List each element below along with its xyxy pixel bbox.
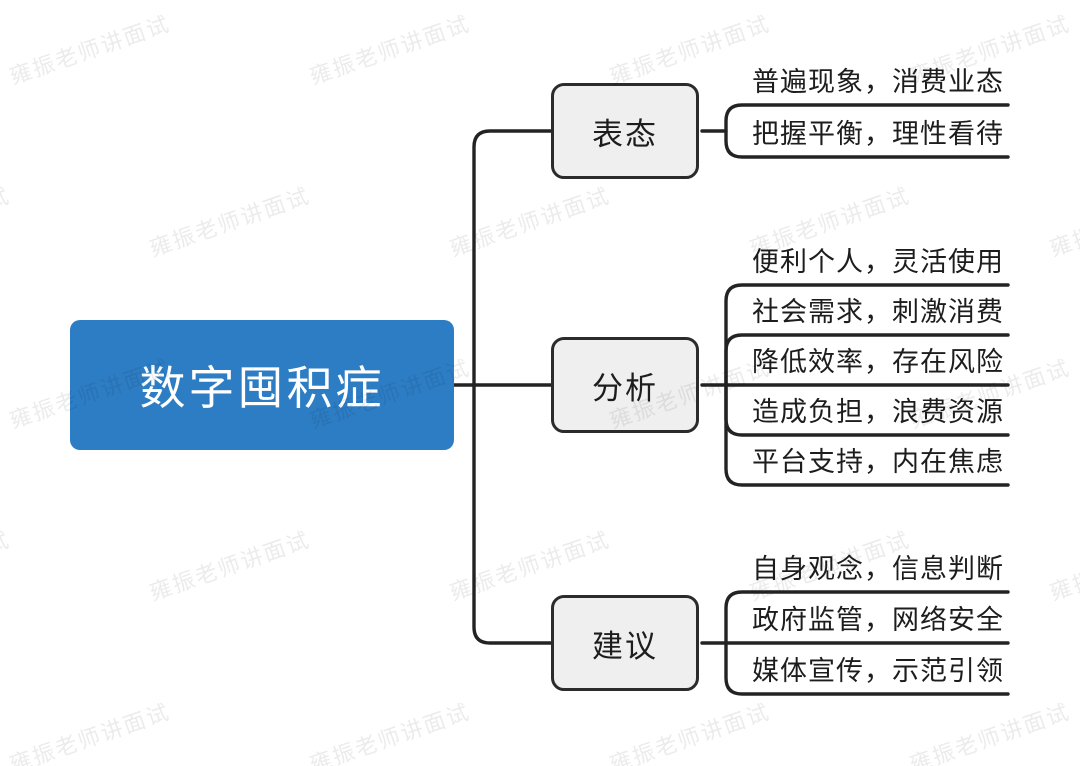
- trunk-connector-bottom: [472, 383, 553, 645]
- leaf-label: 便利个人，灵活使用: [752, 246, 1004, 277]
- leaf-item[interactable]: 政府监管，网络安全: [726, 591, 1008, 643]
- leaf-item[interactable]: 普遍现象，消费业态: [726, 53, 1008, 105]
- leaf-label: 普遍现象，消费业态: [752, 66, 1004, 97]
- leaf-label: 造成负担，浪费资源: [752, 396, 1004, 427]
- leaf-item[interactable]: 把握平衡，理性看待: [726, 105, 1008, 157]
- leaf-item[interactable]: 自身观念，信息判断: [726, 540, 1008, 592]
- leaf-label: 降低效率，存在风险: [752, 346, 1004, 377]
- branch-node-fenxi[interactable]: 分析: [551, 337, 699, 433]
- branch1-leaf1-underline: [724, 103, 1010, 159]
- leaf-label: 政府监管，网络安全: [752, 604, 1004, 635]
- leaf-item[interactable]: 社会需求，刺激消费: [726, 283, 1008, 335]
- leaf-label: 把握平衡，理性看待: [752, 118, 1004, 149]
- branch-node-jianyi[interactable]: 建议: [551, 595, 699, 691]
- root-node-label: 数字囤积症: [139, 362, 385, 414]
- leaf-label: 平台支持，内在焦虑: [752, 446, 1004, 477]
- branch-node-biaotai[interactable]: 表态: [551, 83, 699, 179]
- trunk-connector-top: [472, 129, 553, 387]
- branch-node-label: 建议: [592, 628, 658, 664]
- branch-node-label: 分析: [592, 370, 658, 406]
- leaf-label: 社会需求，刺激消费: [752, 296, 1004, 327]
- leaf-item[interactable]: 降低效率，存在风险: [726, 333, 1008, 385]
- root-node[interactable]: 数字囤积症: [70, 320, 454, 450]
- leaf-item[interactable]: 媒体宣传，示范引领: [726, 642, 1008, 694]
- leaf-item[interactable]: 平台支持，内在焦虑: [726, 433, 1008, 485]
- leaf-item[interactable]: 造成负担，浪费资源: [726, 383, 1008, 435]
- leaf-label: 自身观念，信息判断: [752, 553, 1004, 584]
- leaf-label: 媒体宣传，示范引领: [752, 655, 1004, 686]
- branch-node-label: 表态: [592, 116, 658, 152]
- leaf-item[interactable]: 便利个人，灵活使用: [726, 233, 1008, 285]
